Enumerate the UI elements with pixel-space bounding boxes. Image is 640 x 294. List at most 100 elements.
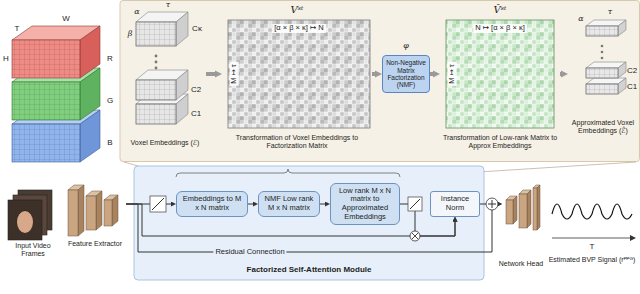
network-head-blocks: [527, 190, 531, 228]
activation-symbol: [150, 196, 166, 212]
voxel-embedding-cubes: [136, 80, 176, 100]
dimension-label: α: [578, 15, 583, 23]
rgb-input-cube: [80, 26, 100, 78]
node-label: Low rank M x N matrix to Approximated Em…: [334, 187, 396, 222]
factorization-matrix: Vˢᵗ[α × β × κ] ↦ NM ↦ τTransformation of…: [222, 3, 372, 161]
attention-module-panel: [134, 166, 484, 280]
rgb-input-cube: [12, 124, 80, 162]
node-label: Instance Norm: [434, 195, 476, 212]
dimension-label: α: [134, 8, 139, 16]
channel-label: C1: [191, 110, 201, 118]
attention-module-panel: [134, 166, 484, 280]
node-label: V̂ˢᵗ: [493, 4, 506, 16]
multiply-symbol: [410, 231, 420, 241]
dimension-label: β: [128, 30, 133, 38]
node-label: Estimated BVP Signal (rᴾᴾᴳ): [546, 256, 638, 264]
add-symbol: [486, 198, 498, 210]
node-label: Feature Extractor: [64, 240, 126, 248]
feature-extractor-blocks: [112, 195, 118, 226]
node-label: M ↦ τ: [448, 62, 457, 86]
factorization-matrix-grid: [228, 20, 370, 128]
approx-matrix: V̂ˢᵗN ↦ [α × β × κ]M ↦ τTransformation o…: [440, 3, 560, 161]
multiply-symbol: [412, 233, 418, 239]
block-arrow: [430, 72, 433, 76]
node-label: Transformation of Voxel Embeddings to Fa…: [222, 134, 372, 150]
factorization-matrix-grid: [228, 20, 370, 128]
process-box: Low rank M x N matrix to Approximated Em…: [330, 183, 400, 226]
process-box: NMF Low rank M x N matrix: [258, 191, 320, 216]
input-frame-images: [8, 200, 42, 240]
input-frame-images: [8, 190, 52, 240]
add-symbol: [488, 200, 496, 208]
node-label: Network Head: [498, 260, 544, 268]
voxel-embedding-cubes: [136, 104, 176, 124]
node-label: M ↦ τ: [230, 62, 239, 86]
activation-symbol: [408, 197, 422, 211]
attention-module: Factorized Self-Attention Module Embeddin…: [134, 166, 484, 280]
network-head: Network Head: [502, 182, 540, 278]
channel-label: B: [107, 139, 112, 147]
voxel-embedding-cubes: [136, 104, 176, 124]
node-label: NMF Low rank M x N matrix: [262, 195, 316, 212]
operator-label: φ: [403, 42, 409, 50]
activation-symbol: [410, 199, 420, 209]
channel-label: G: [107, 97, 113, 105]
node-label: Input Video Frames: [4, 242, 62, 258]
network-head-blocks: [513, 196, 517, 224]
bvp-waveform: [630, 235, 636, 241]
activation-symbol: [150, 196, 166, 212]
network-head-blocks: [537, 185, 540, 230]
block-arrow: [206, 72, 215, 76]
rgb-input-cube: [12, 82, 80, 120]
feature-extractor-blocks: [96, 191, 102, 230]
connectors: [126, 74, 561, 252]
block-arrow: [560, 72, 561, 76]
approx-matrix-grid: [446, 20, 554, 128]
axis-label: T: [590, 243, 595, 251]
voxel-embedding-cubes: [136, 22, 176, 46]
dimension-label: T: [15, 25, 20, 33]
voxel-embedding-cubes: [155, 55, 158, 58]
attention-module-panel: [176, 169, 400, 177]
top-panel: [120, 1, 640, 162]
voxel-embedding-cubes: [176, 12, 188, 46]
approx-voxel-cubes: [618, 78, 626, 94]
bvp-waveform: [552, 204, 636, 241]
rgb-input-cube: [12, 40, 80, 78]
channel-label: R: [107, 55, 113, 63]
connector-label: Residual Connection: [213, 248, 286, 256]
dimension-label: H: [3, 55, 9, 63]
rgb-input-cube: [12, 40, 80, 78]
approx-voxel-cubes: [586, 68, 618, 78]
input-frames: Input Video Frames: [4, 186, 62, 262]
process-box: Embeddings to M x N matrix: [176, 191, 248, 216]
input-frame-images: [17, 211, 33, 233]
approx-voxel-cubes: [586, 84, 618, 94]
approx-voxel-cubes: [586, 68, 618, 78]
multiply-symbol: [410, 231, 420, 241]
block-arrow: [372, 72, 375, 76]
approx-voxel-cubes: [601, 57, 604, 60]
approx-voxel-cubes: [586, 20, 626, 94]
voxel-embedding-cubes: [136, 12, 188, 124]
add-symbol: [486, 198, 498, 210]
feature-extractor: Feature Extractor: [64, 182, 126, 262]
output-signal: Estimated BVP Signal (rᴾᴾᴳ): [546, 182, 638, 290]
rgb-input-cube: [12, 26, 100, 162]
node-label: Factorized Self-Attention Module: [134, 265, 484, 274]
network-head-blocks: [533, 188, 537, 230]
feature-extractor-blocks: [68, 185, 118, 236]
channel-label: C2: [627, 67, 637, 75]
input-frame-images: [16, 211, 34, 219]
bvp-waveform: [552, 204, 632, 219]
dimension-label: W: [62, 15, 70, 23]
approx-voxel-cubes: [618, 20, 626, 36]
voxel-embedding-cubes: [176, 70, 188, 100]
approx-matrix-grid: [446, 20, 554, 128]
voxel-embedding-cubes: [155, 61, 158, 64]
top-panel: [120, 1, 640, 162]
channel-label: Cκ: [192, 25, 202, 33]
feature-extractor-blocks: [68, 190, 78, 236]
signal-arrow: [248, 204, 253, 205]
